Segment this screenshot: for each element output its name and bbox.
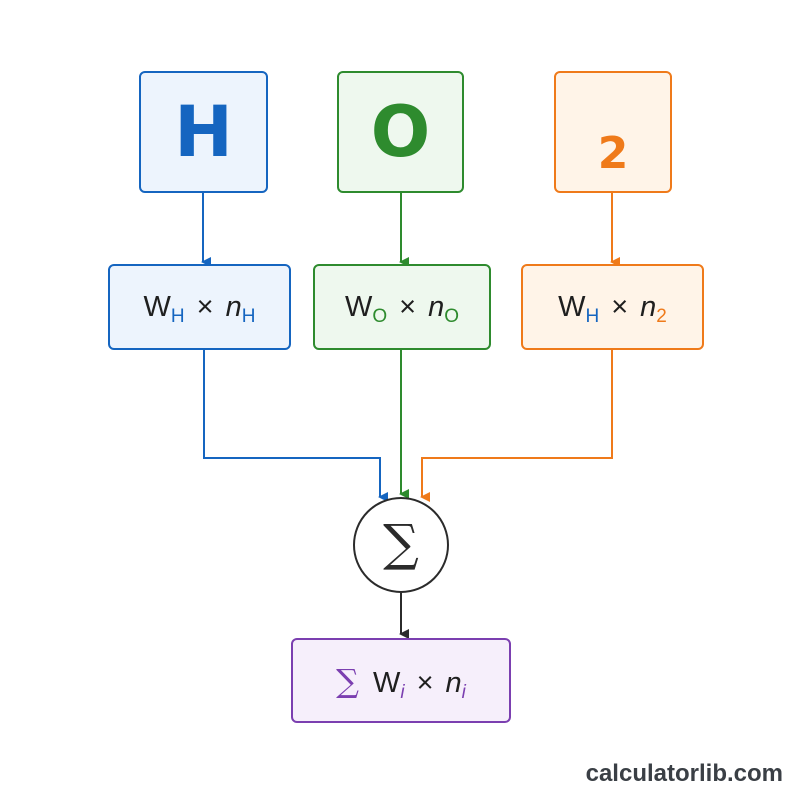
- symbol-2-label: 2: [597, 128, 629, 179]
- symbol-box-2: 2: [554, 71, 672, 193]
- count-symbol: n: [225, 290, 242, 323]
- sum-node: ∑: [353, 497, 449, 593]
- brand-watermark: calculatorlib.com: [585, 760, 783, 787]
- count-subscript: i: [461, 681, 466, 703]
- weight-subscript: O: [372, 305, 388, 327]
- times-symbol: ×: [196, 290, 214, 323]
- count-subscript: H: [241, 305, 256, 327]
- times-symbol: ×: [611, 290, 629, 323]
- symbol-box-o: O: [337, 71, 464, 193]
- weight-subscript: i: [400, 681, 405, 703]
- term-box-o: WO×nO: [313, 264, 491, 350]
- result-box: ∑Wi×ni: [291, 638, 511, 723]
- count-symbol: n: [445, 666, 462, 699]
- weight-subscript: H: [585, 305, 600, 327]
- weight-symbol: W: [143, 290, 171, 323]
- count-symbol: n: [428, 290, 445, 323]
- term-2-formula: WH × n2: [558, 290, 667, 327]
- weight-symbol: W: [372, 666, 401, 699]
- term-h-formula: WH×nH: [143, 290, 256, 327]
- arrow-term-2-to-sum: [420, 350, 613, 502]
- term-box-h: WH×nH: [108, 264, 291, 350]
- count-subscript: O: [444, 305, 459, 327]
- result-sigma-icon: ∑: [336, 661, 359, 700]
- symbol-box-h: H: [139, 71, 268, 193]
- times-symbol: ×: [399, 290, 417, 323]
- symbol-o-label: O: [370, 91, 431, 173]
- weight-symbol: W: [558, 290, 586, 323]
- arrow-term-h-to-sum: [203, 350, 388, 502]
- count-symbol: n: [640, 290, 657, 323]
- symbol-h-label: H: [174, 91, 233, 173]
- weight-subscript: H: [170, 305, 185, 327]
- sigma-icon: ∑: [383, 514, 419, 572]
- weight-symbol: W: [344, 290, 373, 323]
- count-subscript: 2: [656, 305, 667, 327]
- times-symbol: ×: [416, 666, 434, 699]
- term-box-2: WH × n2: [521, 264, 704, 350]
- result-formula: ∑Wi×ni: [336, 661, 466, 703]
- term-o-formula: WO×nO: [344, 290, 459, 327]
